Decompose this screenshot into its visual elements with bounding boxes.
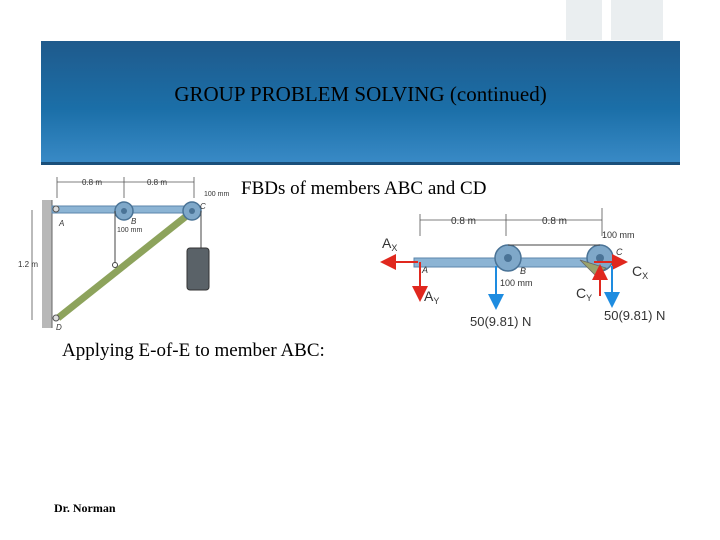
label-c: C: [200, 202, 206, 211]
wall: [42, 200, 52, 328]
label-a: A: [58, 219, 64, 228]
dim-top-2: 0.8 m: [147, 178, 167, 187]
label-cx: CX: [632, 263, 648, 281]
fbd-label-c: C: [616, 247, 623, 257]
pin-a: [52, 205, 60, 213]
fbd-dim-top-2: 0.8 m: [542, 216, 567, 227]
subtitle: FBDs of members ABC and CD: [241, 178, 487, 199]
slide-title: GROUP PROBLEM SOLVING (continued): [174, 82, 547, 106]
fbd-label-pulley: 100 mm: [500, 278, 533, 288]
top-decoration-bar-2: [611, 0, 663, 40]
pin-d: [52, 314, 60, 322]
fbd-label-a: A: [421, 265, 428, 275]
fbd-dim-right: 100 mm: [602, 230, 635, 240]
label-ax: AX: [382, 235, 397, 253]
load-label-2: 50(9.81) N: [604, 308, 665, 323]
label-b: B: [131, 217, 137, 226]
frame-diagram: 0.8 m 0.8 m 100 mm 1.2 m C A B 100 mm D: [18, 177, 229, 332]
free-body-diagram: 0.8 m 0.8 m 100 mm AX AY CX CY A B C 100…: [380, 208, 665, 329]
load-label-1: 50(9.81) N: [470, 314, 531, 329]
top-decoration-bar-1: [566, 0, 602, 40]
body-text: Applying E-of-E to member ABC:: [62, 340, 325, 361]
label-d: D: [56, 323, 62, 332]
author-label: Dr. Norman: [54, 501, 116, 515]
label-pulley: 100 mm: [117, 227, 142, 234]
fbd-label-b: B: [520, 266, 526, 276]
dim-height: 1.2 m: [18, 260, 38, 269]
dim-right: 100 mm: [204, 191, 229, 198]
fbd-dim-top-1: 0.8 m: [451, 216, 476, 227]
dim-top-1: 0.8 m: [82, 178, 102, 187]
title-banner: [41, 41, 680, 165]
member-cd: [55, 207, 197, 321]
label-cy: CY: [576, 285, 592, 303]
label-ay: AY: [424, 288, 439, 306]
hanging-mass: [186, 247, 210, 291]
